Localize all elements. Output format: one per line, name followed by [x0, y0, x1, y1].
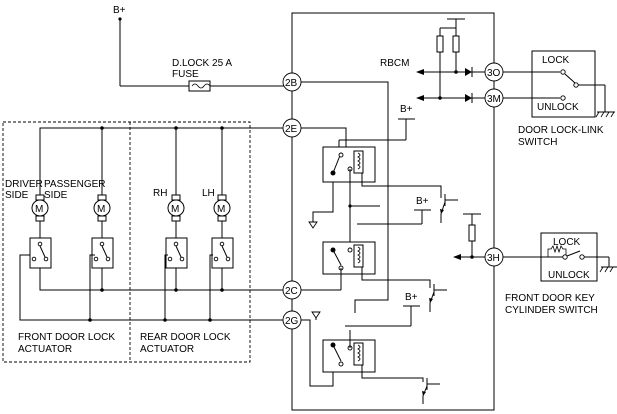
rear-lh-motor: M [213, 194, 231, 238]
terminal-2b: 2B [282, 72, 302, 92]
lock-link-switch-name-1: DOOR LOCK-LINK [518, 125, 604, 136]
front-actuator-title-1: FRONT DOOR LOCK [18, 332, 115, 343]
main-power-supply: B+ D.LOCK 25 A FUSE [113, 5, 284, 92]
terminal-3o: 3O [484, 62, 504, 82]
input-pullup-circuit [416, 18, 485, 103]
terminal-3m: 3M [484, 88, 504, 108]
lock-link-lock-label: LOCK [542, 55, 570, 66]
relay-3 [322, 339, 376, 373]
svg-text:M: M [217, 204, 225, 215]
fuse-name-label: D.LOCK 25 A [172, 58, 232, 69]
lock-link-switch-name-2: SWITCH [518, 137, 557, 148]
relay-1 [322, 146, 376, 183]
relay-drive-circuits: B+ B+ B+ [301, 104, 458, 404]
rbcm-module-box [291, 12, 495, 411]
front-door-key-cylinder-switch: LOCK UNLOCK FRONT DOOR KEY CYLINDER SWIT… [503, 232, 617, 316]
svg-text:3O: 3O [487, 68, 501, 79]
terminal-2g: 2G [282, 310, 302, 330]
svg-text:2C: 2C [285, 286, 298, 297]
key-cyl-lock-label: LOCK [553, 237, 581, 248]
svg-text:M: M [171, 204, 179, 215]
rear-rh-actuator-switch [165, 237, 188, 269]
passenger-label-1: PASSENGER [44, 179, 106, 190]
door-lock-link-switch: LOCK UNLOCK DOOR LOCK-LINK SWITCH [503, 50, 615, 148]
terminal-3h: 3H [484, 247, 504, 267]
rear-rh-label: RH [153, 188, 167, 199]
svg-text:M: M [97, 204, 105, 215]
driver-label-2: SIDE [5, 190, 29, 201]
rear-rh-motor: M [167, 194, 185, 238]
rear-lh-label: LH [202, 188, 215, 199]
svg-text:2G: 2G [285, 316, 299, 327]
front-actuator-title-2: ACTUATOR [18, 344, 72, 355]
rear-lh-actuator-switch [211, 237, 234, 269]
passenger-motor: M [93, 194, 111, 238]
svg-text:3H: 3H [487, 253, 500, 264]
lock-link-unlock-label: UNLOCK [537, 102, 579, 113]
driver-label-1: DRIVER [5, 179, 43, 190]
svg-text:2E: 2E [285, 124, 298, 135]
svg-text:2B: 2B [285, 78, 298, 89]
driver-actuator-switch [29, 237, 52, 269]
fuse-type-label: FUSE [172, 69, 199, 80]
actuator-group-outline [2, 121, 251, 363]
key-cyl-switch-name-2: CYLINDER SWITCH [505, 305, 598, 316]
terminal-2c: 2C [282, 280, 302, 300]
rear-actuator-title-2: ACTUATOR [140, 344, 194, 355]
terminal-2e: 2E [282, 118, 302, 138]
driver-motor: M [31, 194, 49, 238]
svg-text:M: M [35, 204, 43, 215]
relay-2 [322, 241, 376, 275]
svg-text:B+: B+ [400, 104, 413, 115]
main-bplus-label: B+ [113, 5, 126, 16]
key-cyl-switch-name-1: FRONT DOOR KEY [505, 293, 595, 304]
rbcm-label: RBCM [380, 58, 409, 69]
passenger-label-2: SIDE [44, 190, 68, 201]
rear-actuator-title-1: REAR DOOR LOCK [140, 332, 231, 343]
svg-text:B+: B+ [416, 196, 429, 207]
svg-text:3M: 3M [487, 94, 501, 105]
svg-text:B+: B+ [405, 292, 418, 303]
key-cylinder-input-circuit [453, 213, 485, 260]
key-cyl-unlock-label: UNLOCK [548, 270, 590, 281]
passenger-actuator-switch [91, 237, 114, 269]
